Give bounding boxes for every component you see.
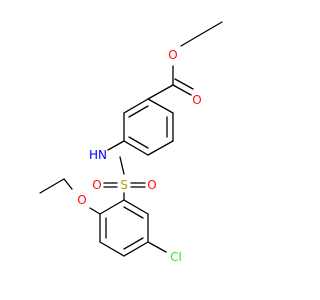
sulfonyl-oxygen-right-label: O <box>147 178 156 192</box>
chlorine-label: Cl <box>170 250 182 264</box>
bond-oethoxy-ch2 <box>63 178 73 190</box>
bond-ring2-a-inner <box>123 206 144 219</box>
bond-ring2-cl <box>147 241 167 253</box>
bond-ring1-f <box>123 98 149 114</box>
bond-ring1-n <box>107 140 125 151</box>
bond-ring2-c <box>123 241 149 257</box>
bond-ring1-d <box>123 140 149 156</box>
bond-ch2-ch3 <box>39 178 65 194</box>
bond-ring1-c <box>147 140 174 156</box>
bond-ring2-c-inner <box>123 237 144 250</box>
amine-nitrogen-label: HN <box>89 148 107 162</box>
ester-oxygen-label: O <box>168 48 177 62</box>
bond-ring2-d <box>99 241 125 257</box>
molecule-structure: O O HN S O O O Cl <box>39 21 223 264</box>
bond-ring1-d-inner <box>128 136 149 149</box>
bond-ch3-ch2-top <box>197 21 223 37</box>
bond-ring1-a <box>147 98 174 114</box>
bond-ch2-oether <box>180 35 199 47</box>
sulfur-label: S <box>120 178 128 192</box>
carbonyl-oxygen-label: O <box>192 93 201 107</box>
bond-ring2-oethoxy <box>89 207 101 215</box>
bond-ccarbonyl-ring <box>147 84 174 100</box>
sulfonyl-oxygen-left-label: O <box>92 178 101 192</box>
bond-ccarbonyl-ocarbonyl-b <box>174 78 194 90</box>
bond-ccarbonyl-ocarbonyl-a <box>172 84 192 96</box>
bond-n-s <box>119 156 125 175</box>
bond-ring1-f-inner <box>128 105 149 118</box>
bond-ring2-a <box>123 199 149 215</box>
ethoxy-oxygen-label: O <box>77 193 86 207</box>
bond-ring2-f <box>99 199 125 215</box>
